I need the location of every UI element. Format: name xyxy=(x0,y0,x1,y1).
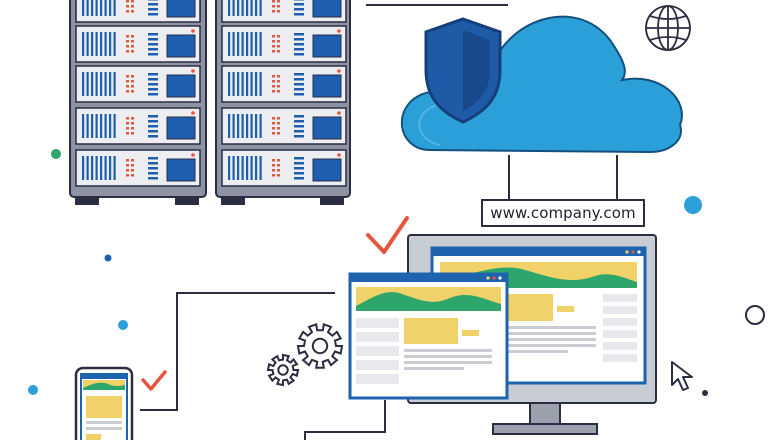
server-unit xyxy=(221,107,347,145)
globe-icon xyxy=(645,5,691,51)
shield-icon xyxy=(424,17,502,124)
server-unit xyxy=(75,25,201,63)
mouse-cursor-icon xyxy=(671,361,693,391)
server-unit xyxy=(221,25,347,63)
website-url-label: www.company.com xyxy=(481,199,645,227)
connector-lines xyxy=(140,4,618,440)
server-unit xyxy=(75,65,201,103)
gear-icon xyxy=(266,353,300,387)
server-unit xyxy=(75,149,201,187)
gear-icon xyxy=(296,322,344,369)
server-unit xyxy=(75,107,201,145)
website-url-text: www.company.com xyxy=(490,204,636,222)
server-unit xyxy=(75,0,201,23)
decorative-dots xyxy=(28,149,765,396)
server-unit xyxy=(221,149,347,187)
checkmark-icon xyxy=(366,216,409,254)
smartphone-icon xyxy=(74,366,134,440)
server-unit xyxy=(221,65,347,103)
checkmark-icon xyxy=(141,370,167,391)
server-unit xyxy=(221,0,347,23)
server-units xyxy=(75,0,347,187)
browser-window-icon xyxy=(348,272,509,400)
